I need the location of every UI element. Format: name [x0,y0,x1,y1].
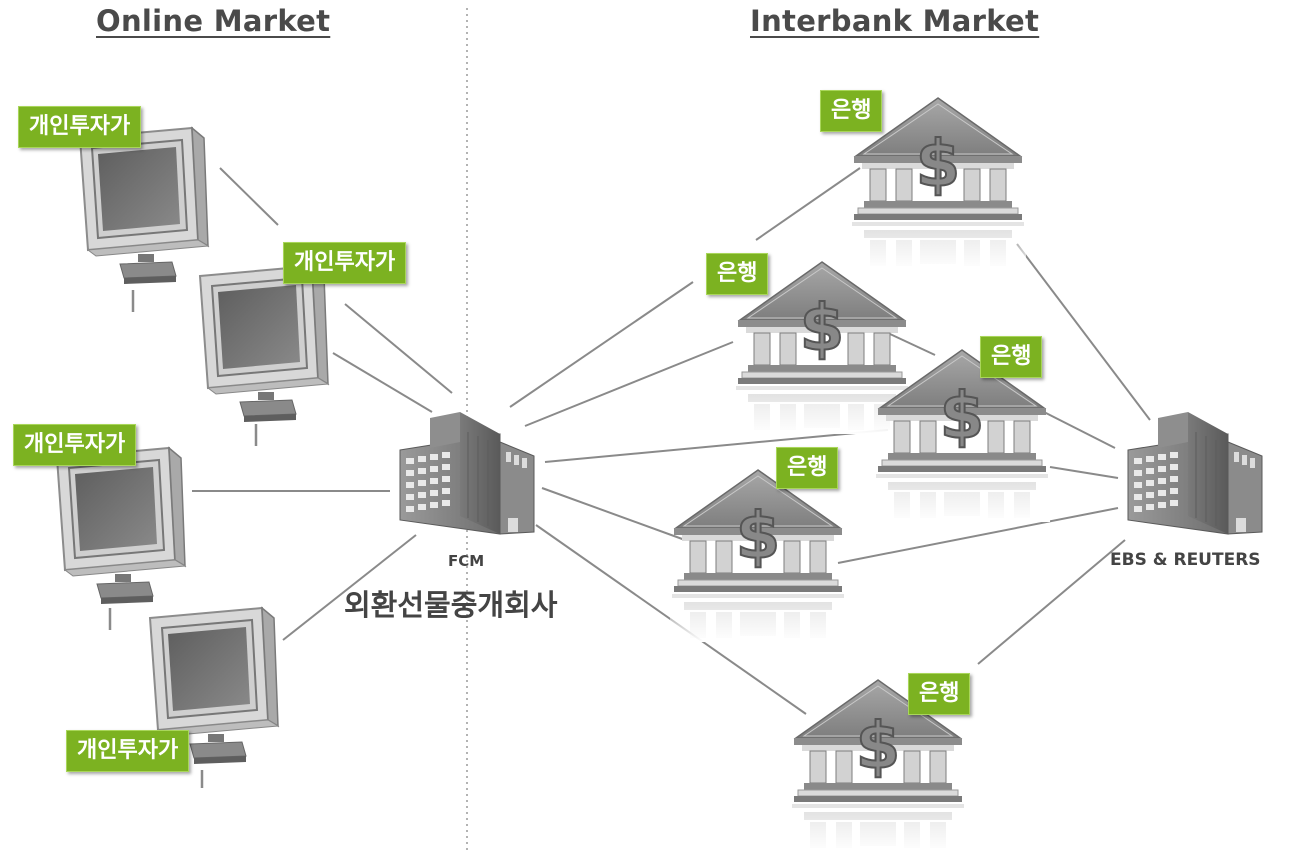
link-fcm-bank2-a [509,281,694,408]
link-fcm-bank2-b [524,341,734,427]
investor-monitor-2 [199,265,329,423]
link-bank3-ebs-b [1049,466,1119,479]
ebs-reuters-building-icon [1127,411,1263,535]
link-monitor2-fcm [332,352,433,413]
investor-tag-2: 개인투자가 [283,242,407,284]
link-investor2-fcm [344,303,453,394]
fcm-building-icon [399,411,535,535]
link-bank5-ebs [977,539,1126,665]
investor-monitor-3 [56,447,186,605]
bank-tag-4: 은행 [776,447,839,489]
investor-tag-4: 개인투자가 [66,730,190,772]
bank-icon-4 [669,469,847,643]
link-bank1-ebs [1016,243,1151,421]
investor-tag-1: 개인투자가 [18,106,142,148]
bank-tag-1: 은행 [820,90,883,132]
link-investor4-fcm [282,534,417,641]
monitor-cables [108,290,258,788]
link-bank1-bank2 [755,167,861,241]
fcm-code-label: FCM [448,552,485,570]
bank-tag-2: 은행 [706,253,769,295]
link-bank3-ebs [1039,409,1116,449]
link-fcm-bank3 [544,429,889,463]
bank-tag-5: 은행 [908,673,971,715]
interbank-market-heading: Interbank Market [750,4,1040,38]
fcm-name-label: 외환선물중개회사 [344,588,558,622]
online-market-heading: Online Market [96,4,331,38]
bank-tag-3: 은행 [980,336,1043,378]
investor-tag-3: 개인투자가 [13,424,137,466]
investor-monitor-1 [79,127,209,285]
link-bank4-ebs [837,507,1119,564]
link-bank2-bank3 [889,333,936,356]
link-fcm-bank4 [541,487,686,541]
link-investor1-investor2 [219,167,279,226]
ebs-reuters-label: EBS & REUTERS [1110,550,1261,570]
